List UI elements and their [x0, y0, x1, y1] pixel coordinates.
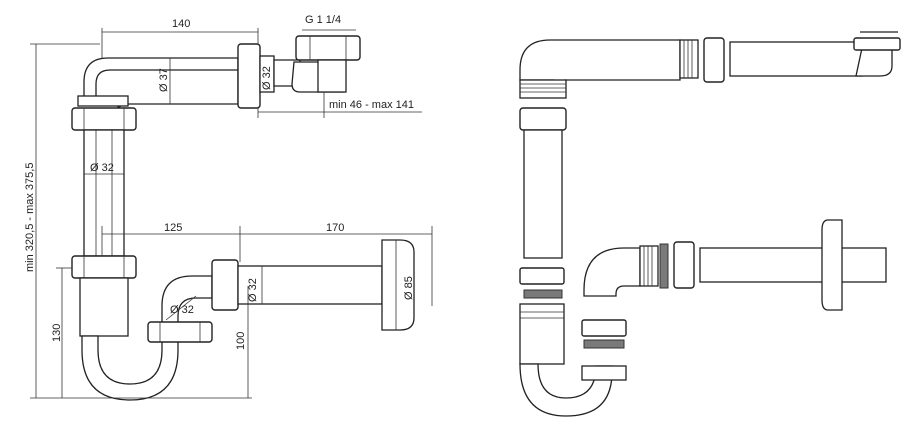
wall-rosette — [381, 239, 415, 331]
dim-dia-32-top-label: Ø 32 — [261, 66, 273, 90]
dim-dia-85-label: Ø 85 — [403, 276, 415, 300]
exploded-parts-view — [519, 31, 901, 417]
dim-dia-32-outlet-label: Ø 32 — [247, 278, 259, 302]
dim-adjust-range-label: min 46 - max 141 — [329, 99, 414, 111]
elbow-collar — [77, 95, 129, 107]
part-middle-elbow — [583, 247, 641, 297]
part-side-nut — [673, 241, 695, 289]
dim-100-label: 100 — [235, 332, 247, 350]
part-vertical-tube — [523, 129, 563, 259]
part-trap-nut — [581, 319, 627, 337]
dim-thread-label: G 1 1/4 — [305, 14, 341, 26]
middle-nut — [71, 255, 137, 279]
waste-outlet-head — [295, 35, 361, 61]
dim-125-label: 125 — [164, 222, 182, 234]
technical-dimension-drawing: 140 G 1 1/4 Ø 37 Ø 32 min 46 - max 141 Ø… — [24, 14, 433, 401]
part-waste-head — [853, 37, 901, 51]
top-connector-nut — [237, 43, 261, 109]
part-top-nut — [703, 37, 725, 83]
dim-dia-32-vertical-label: Ø 32 — [90, 162, 114, 174]
trap-u-bend — [81, 335, 179, 401]
part-gasket-side — [659, 243, 669, 289]
part-top-straight-pipe — [729, 41, 863, 77]
dim-height-total-label: min 320,5 - max 375,5 — [24, 163, 36, 272]
dim-130-label: 130 — [51, 324, 63, 342]
part-top-elbow — [519, 39, 681, 85]
part-gasket-dark — [523, 289, 563, 299]
dim-140-label: 140 — [172, 18, 190, 30]
part-vertical-nut — [519, 107, 567, 131]
dim-170-label: 170 — [326, 222, 344, 234]
part-outlet-pipe — [699, 247, 887, 283]
top-left-nut — [71, 107, 137, 131]
horizontal-outlet-pipe — [237, 265, 383, 305]
part-middle-nut — [519, 267, 565, 285]
outlet-nut — [211, 259, 239, 311]
part-rosette — [821, 219, 843, 311]
part-gasket-trap — [583, 339, 625, 349]
dim-dia-37-label: Ø 37 — [158, 68, 170, 92]
dim-dia-32-trap-elbow-label: Ø 32 — [170, 304, 194, 316]
vertical-pipe — [83, 129, 125, 257]
trap-bottom-nut — [147, 321, 213, 343]
